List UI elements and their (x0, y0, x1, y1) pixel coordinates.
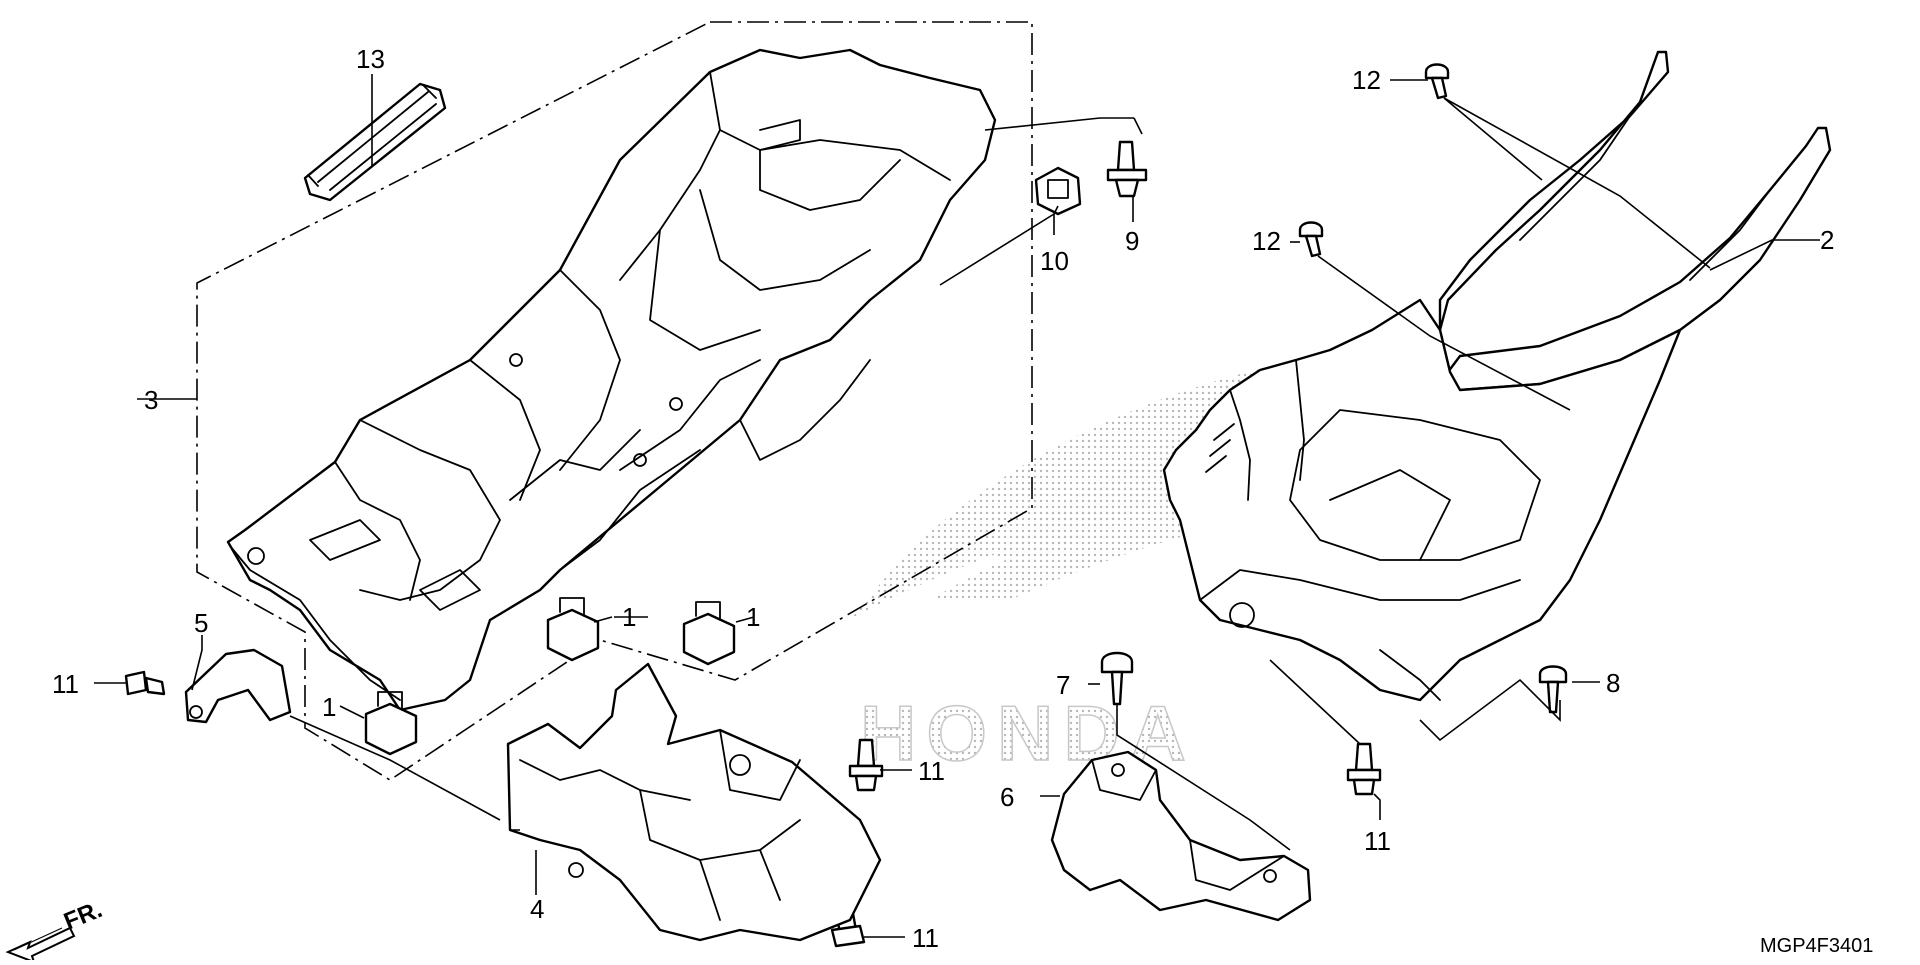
callout-8: 8 (1606, 668, 1620, 698)
callout-13: 13 (356, 44, 385, 74)
front-label: FR. (60, 896, 106, 936)
part-10-speed-nut (1034, 166, 1082, 216)
part-1-clip-nut-c (364, 691, 418, 756)
part-11-clip-b (848, 738, 884, 792)
part-12-screw-b (1298, 221, 1324, 258)
part-11-clip-d (1346, 742, 1382, 796)
part-1-clip-nut-b (682, 601, 736, 666)
callout-9: 9 (1125, 226, 1139, 256)
part-2-rail-moulding (1438, 50, 1832, 392)
callout-12b: 12 (1252, 226, 1281, 256)
part-4-inner-cover (506, 662, 882, 942)
callout-7: 7 (1056, 670, 1070, 700)
callout-4: 4 (530, 894, 544, 924)
callout-11a: 11 (52, 669, 79, 699)
callout-12a: 12 (1352, 65, 1381, 95)
callout-3: 3 (144, 385, 158, 415)
callout-11b: 11 (918, 756, 945, 786)
assembly-boundary-3 (196, 21, 1033, 781)
callout-5: 5 (194, 608, 208, 638)
part-9-trim-clip (1106, 140, 1148, 198)
part-5-bracket (184, 648, 292, 724)
part-13-strap (303, 82, 447, 202)
front-direction-arrow: FR. (5, 896, 106, 964)
callout-1a: 1 (622, 602, 636, 632)
callout-10: 10 (1040, 246, 1069, 276)
part-12-screw-a (1424, 63, 1450, 100)
diagram-code: MGP4F3401 (1760, 935, 1873, 957)
leader-lines (94, 74, 1820, 938)
part-7-screw (1100, 651, 1134, 706)
callout-1b: 1 (746, 602, 760, 632)
callout-2: 2 (1820, 225, 1834, 255)
callout-labels: 1 1 1 2 3 4 5 6 7 8 9 10 11 11 11 11 12 … (52, 44, 1834, 953)
part-6-bracket-cover (1050, 750, 1312, 922)
callout-11d: 11 (1364, 826, 1391, 856)
callout-11c: 11 (912, 923, 939, 953)
callout-6: 6 (1000, 782, 1014, 812)
part-11-clip-a (124, 670, 166, 696)
part-1-clip-nut-a (546, 597, 600, 662)
callout-1c: 1 (322, 692, 336, 722)
part-8-screw (1538, 665, 1568, 714)
part-3-rear-fender (226, 48, 997, 712)
